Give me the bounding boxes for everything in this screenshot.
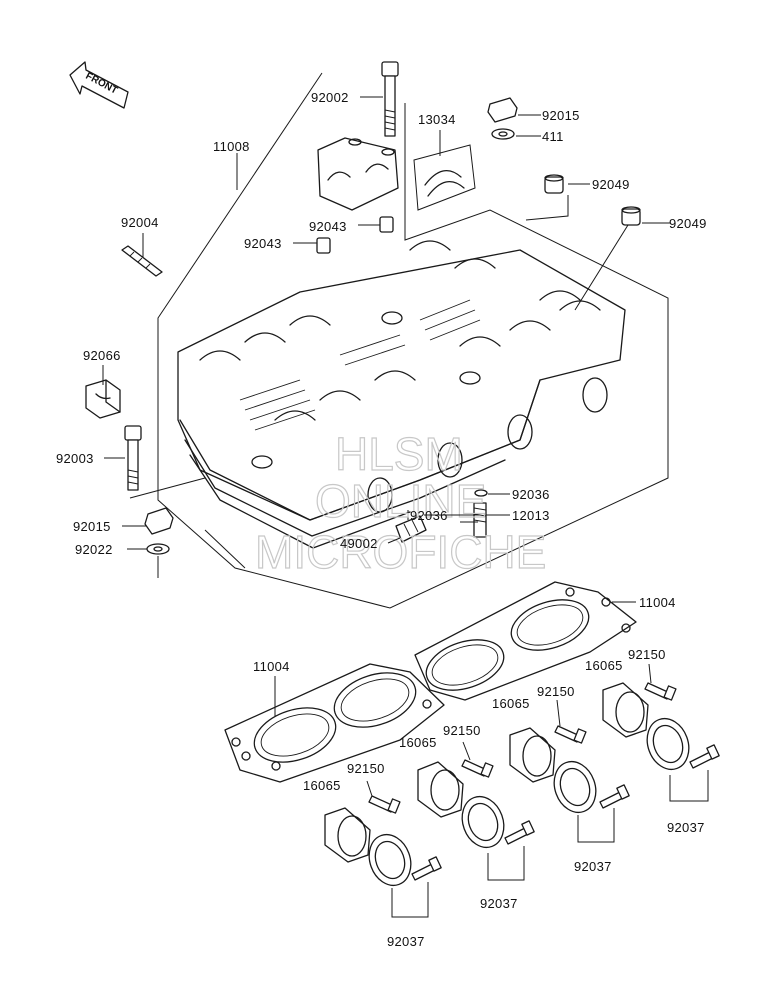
- watermark-line-3: MICROFICHE: [255, 526, 546, 578]
- dowel-92043-b: [316, 237, 331, 254]
- holder-16065-1: [324, 807, 412, 887]
- label-16065-1: 16065: [303, 778, 341, 793]
- label-411: 411: [542, 129, 564, 144]
- cap-92066: [85, 379, 121, 419]
- label-92003: 92003: [56, 451, 94, 466]
- label-16065-4: 16065: [585, 658, 623, 673]
- label-92049-b: 92049: [669, 216, 707, 231]
- label-92150-4: 92150: [628, 647, 666, 662]
- front-label: FRONT: [84, 71, 120, 97]
- front-arrow: FRONT: [69, 61, 129, 109]
- label-11008: 11008: [213, 139, 250, 154]
- label-92022: 92022: [75, 542, 113, 557]
- stud-12013: [473, 502, 487, 538]
- screw-92037-2: [504, 820, 535, 845]
- label-92043-a: 92043: [309, 219, 347, 234]
- cylinder-head-boundary: [157, 72, 669, 609]
- label-16065-3: 16065: [492, 696, 530, 711]
- label-92037-4: 92037: [667, 820, 705, 835]
- bolt-92150-1: [368, 795, 401, 814]
- label-92015-top: 92015: [542, 108, 580, 123]
- label-92150-3: 92150: [537, 684, 575, 699]
- label-92049-a: 92049: [592, 177, 630, 192]
- dowel-92043-a: [379, 216, 394, 233]
- holder-16065-4: [602, 682, 690, 771]
- leader-lines: [102, 96, 709, 918]
- label-11004-rear: 11004: [639, 595, 676, 610]
- bolt-92015-top: [487, 97, 518, 140]
- camshaft-cap: [317, 137, 399, 211]
- screw-92037-3: [599, 784, 630, 809]
- nut-92015-lower: [144, 507, 174, 535]
- holder-16065-2: [417, 761, 505, 849]
- bearing-13034: [413, 144, 476, 211]
- oring-92036: [474, 489, 488, 497]
- label-11004-front: 11004: [253, 659, 290, 674]
- label-49002: 49002: [340, 536, 378, 551]
- label-92037-3: 92037: [574, 859, 612, 874]
- label-92004: 92004: [121, 215, 159, 230]
- bolt-92003: [124, 425, 142, 491]
- watermark-line-2: ONLINE: [315, 475, 486, 527]
- part-labels: 92002 13034 92015 411 11008 92049 92049 …: [56, 90, 707, 949]
- label-92043-b: 92043: [244, 236, 282, 251]
- label-92036-b: 92036: [410, 508, 448, 523]
- bolt-92002: [381, 61, 399, 137]
- plug-49002: [395, 515, 427, 543]
- seal-92049-a: [544, 174, 564, 194]
- bolt-92150-4: [644, 682, 677, 701]
- cylinder-head-boundary-lower: [129, 477, 246, 569]
- label-16065-2: 16065: [399, 735, 437, 750]
- cylinder-head: [177, 240, 626, 549]
- washer-92022: [146, 543, 170, 555]
- holder-16065-3: [509, 727, 597, 814]
- label-12013: 12013: [512, 508, 550, 523]
- screw-92037-1: [411, 856, 442, 881]
- label-92002: 92002: [311, 90, 349, 105]
- screw-92037-4: [689, 744, 720, 769]
- label-92150-1: 92150: [347, 761, 385, 776]
- stud-92004: [121, 245, 163, 277]
- gasket-11004-rear: [414, 581, 637, 701]
- bolt-92150-2: [461, 759, 494, 778]
- watermark-line-1: HLSM: [335, 428, 463, 480]
- label-92037-1: 92037: [387, 934, 425, 949]
- label-92066: 92066: [83, 348, 121, 363]
- label-13034: 13034: [418, 112, 456, 127]
- bolt-92150-3: [554, 725, 587, 744]
- cam-journals: [199, 240, 601, 421]
- label-92015-lower: 92015: [73, 519, 111, 534]
- label-92036-a: 92036: [512, 487, 550, 502]
- label-92150-2: 92150: [443, 723, 481, 738]
- label-92037-2: 92037: [480, 896, 518, 911]
- gasket-11004-front: [224, 663, 445, 783]
- seal-92049-b: [621, 206, 641, 226]
- watermark: HLSM ONLINE MICROFICHE: [254, 427, 547, 578]
